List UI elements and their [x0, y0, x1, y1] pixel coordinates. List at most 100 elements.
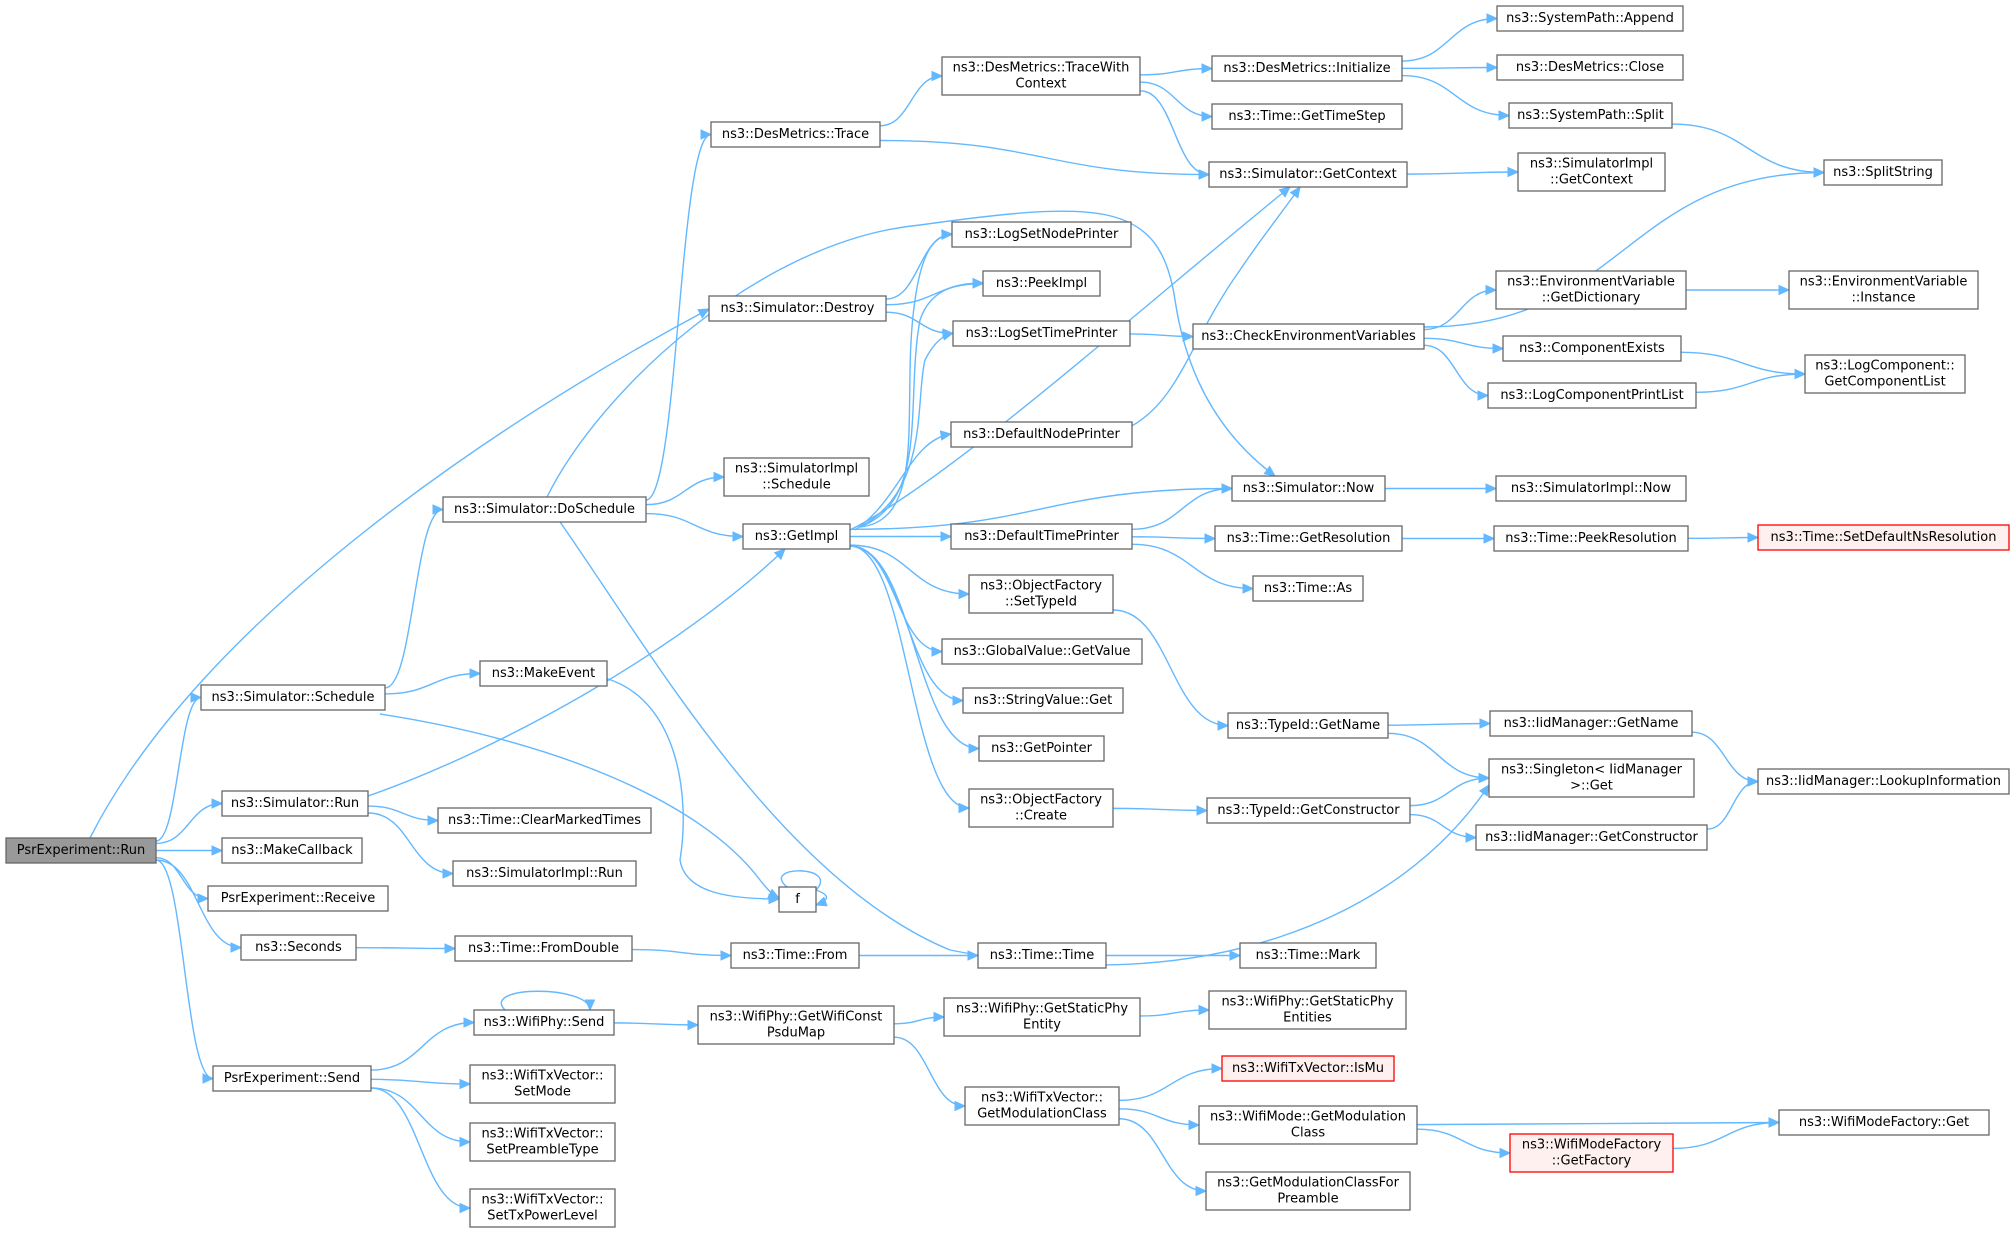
node-objf-create[interactable]: ns3::ObjectFactory::Create [968, 788, 1114, 828]
node-label: ns3::IidManager::LookupInformation [1766, 774, 2001, 789]
edge-arrowhead [202, 1073, 215, 1084]
node-label: ns3::LogComponent:: [1815, 359, 1955, 374]
node-box [1502, 335, 1682, 362]
node-txv-setmode[interactable]: ns3::WifiTxVector::SetMode [469, 1064, 616, 1104]
call-edge [370, 1078, 471, 1085]
call-edge [1118, 1108, 1200, 1126]
node-label: ns3::DesMetrics::Trace [722, 127, 869, 142]
node-make-event[interactable]: ns3::MakeEvent [479, 660, 608, 687]
node-logsetnode[interactable]: ns3::LogSetNodePrinter [951, 221, 1132, 248]
node-label: PsduMap [767, 1026, 825, 1041]
node-desm-trace[interactable]: ns3::DesMetrics::Trace [710, 121, 881, 148]
call-edge [155, 802, 223, 845]
node-logcompprintlist[interactable]: ns3::LogComponentPrintList [1487, 382, 1697, 409]
node-label: ns3::MakeEvent [492, 666, 596, 681]
node-deftimeprinter[interactable]: ns3::DefaultTimePrinter [950, 523, 1133, 550]
node-peekimpl[interactable]: ns3::PeekImpl [982, 270, 1101, 297]
edge-arrowhead [1196, 805, 1209, 816]
node-sim-schedule[interactable]: ns3::Simulator::Schedule [200, 684, 386, 711]
node-splitstring[interactable]: ns3::SplitString [1823, 159, 1943, 186]
node-globalvalue[interactable]: ns3::GlobalValue::GetValue [941, 638, 1143, 665]
node-sim-doschedule[interactable]: ns3::Simulator::DoSchedule [442, 496, 647, 523]
edge-arrowhead [1477, 390, 1490, 401]
node-box [469, 1064, 616, 1104]
node-checkenv[interactable]: ns3::CheckEnvironmentVariables [1192, 323, 1425, 350]
node-make-callback[interactable]: ns3::MakeCallback [221, 837, 363, 864]
node-label: ns3::Time::Mark [1256, 948, 1361, 963]
node-typeid-getctor[interactable]: ns3::TypeId::GetConstructor [1206, 797, 1411, 824]
node-sim-now[interactable]: ns3::Simulator::Now [1231, 475, 1386, 502]
node-psr-send[interactable]: PsrExperiment::Send [212, 1065, 372, 1092]
call-edge [370, 1087, 471, 1209]
node-txv-setpreamble[interactable]: ns3::WifiTxVector::SetPreambleType [469, 1122, 616, 1162]
edge-arrowhead [1478, 772, 1491, 784]
node-label: ns3::WifiPhy::GetWifiConst [710, 1010, 883, 1025]
node-txv-getmodclass[interactable]: ns3::WifiTxVector::GetModulationClass [964, 1086, 1120, 1126]
node-clear-marked[interactable]: ns3::Time::ClearMarkedTimes [437, 807, 652, 834]
node-wifimode-getmodclass[interactable]: ns3::WifiMode::GetModulationClass [1198, 1105, 1418, 1145]
node-objf-settypeid[interactable]: ns3::ObjectFactory::SetTypeId [968, 574, 1114, 614]
node-simimpl-getcontext[interactable]: ns3::SimulatorImpl::GetContext [1517, 152, 1666, 192]
node-seconds[interactable]: ns3::Seconds [240, 934, 357, 961]
node-iid-getctor[interactable]: ns3::IidManager::GetConstructor [1475, 824, 1708, 851]
node-iid-lookup[interactable]: ns3::IidManager::LookupInformation [1757, 768, 2010, 795]
node-box [1214, 525, 1403, 552]
node-getimpl[interactable]: ns3::GetImpl [742, 523, 851, 550]
node-time-as[interactable]: ns3::Time::As [1252, 575, 1364, 602]
node-wifimodefactory-get[interactable]: ns3::WifiModeFactory::Get [1778, 1109, 1990, 1136]
node-f[interactable]: f [778, 886, 817, 913]
node-box [469, 1122, 616, 1162]
node-syspath-split[interactable]: ns3::SystemPath::Split [1508, 102, 1673, 129]
node-sim-getcontext[interactable]: ns3::Simulator::GetContext [1208, 161, 1408, 188]
call-edge [849, 545, 943, 653]
node-sim-destroy[interactable]: ns3::Simulator::Destroy [708, 295, 887, 322]
edge-arrowhead [939, 430, 953, 441]
node-time-time[interactable]: ns3::Time::Time [977, 942, 1107, 969]
node-time-setdefaultns[interactable]: ns3::Time::SetDefaultNsResolution [1757, 524, 2010, 551]
node-getpointer[interactable]: ns3::GetPointer [978, 735, 1105, 762]
node-desm-init[interactable]: ns3::DesMetrics::Initialize [1211, 55, 1403, 82]
node-simimpl-run[interactable]: ns3::SimulatorImpl::Run [452, 860, 637, 887]
node-sim-run[interactable]: ns3::Simulator::Run [221, 790, 369, 817]
node-time-from[interactable]: ns3::Time::From [730, 942, 860, 969]
call-edge [1691, 731, 1759, 783]
node-envvar-getdict[interactable]: ns3::EnvironmentVariable::GetDictionary [1495, 270, 1687, 310]
node-simimpl-schedule[interactable]: ns3::SimulatorImpl::Schedule [723, 457, 870, 497]
call-edges [89, 13, 1826, 1214]
edge-arrowhead [700, 129, 713, 140]
node-simimpl-now[interactable]: ns3::SimulatorImpl::Now [1495, 475, 1687, 502]
node-box [982, 270, 1101, 297]
node-stringvalue[interactable]: ns3::StringValue::Get [962, 687, 1124, 714]
node-singleton-get[interactable]: ns3::Singleton< IidManager>::Get [1488, 758, 1695, 798]
node-txv-ismu[interactable]: ns3::WifiTxVector::IsMu [1221, 1055, 1395, 1082]
node-syspath-append[interactable]: ns3::SystemPath::Append [1496, 5, 1684, 32]
node-time-peekres[interactable]: ns3::Time::PeekResolution [1493, 525, 1689, 552]
node-time-getres[interactable]: ns3::Time::GetResolution [1214, 525, 1403, 552]
node-iid-getname[interactable]: ns3::IidManager::GetName [1489, 710, 1693, 737]
node-logsettime[interactable]: ns3::LogSetTimePrinter [952, 320, 1131, 347]
node-label: ns3::IidManager::GetName [1504, 716, 1679, 731]
node-run[interactable]: PsrExperiment::Run [5, 837, 157, 864]
edge-arrowhead [931, 646, 944, 657]
node-componentexists[interactable]: ns3::ComponentExists [1502, 335, 1682, 362]
node-logcomp-getlist[interactable]: ns3::LogComponent::GetComponentList [1804, 354, 1966, 394]
node-wifimodefactory-getfactory[interactable]: ns3::WifiModeFactory::GetFactory [1509, 1133, 1674, 1173]
node-txv-settxpower[interactable]: ns3::WifiTxVector::SetTxPowerLevel [469, 1188, 616, 1228]
node-box [479, 660, 608, 687]
node-envvar-instance[interactable]: ns3::EnvironmentVariable::Instance [1788, 270, 1979, 310]
node-time-gettimestep[interactable]: ns3::Time::GetTimeStep [1211, 103, 1403, 130]
node-wifiphy-send[interactable]: ns3::WifiPhy::Send [473, 1009, 615, 1036]
node-defnodeprinter[interactable]: ns3::DefaultNodePrinter [950, 421, 1133, 448]
node-desm-close[interactable]: ns3::DesMetrics::Close [1496, 54, 1684, 81]
node-fromdouble[interactable]: ns3::Time::FromDouble [454, 935, 633, 962]
node-label: ::GetDictionary [1542, 291, 1641, 306]
node-psr-receive[interactable]: PsrExperiment::Receive [207, 885, 389, 912]
node-time-mark[interactable]: ns3::Time::Mark [1239, 942, 1377, 969]
node-typeid-getname[interactable]: ns3::TypeId::GetName [1227, 712, 1389, 739]
node-box [1208, 161, 1408, 188]
